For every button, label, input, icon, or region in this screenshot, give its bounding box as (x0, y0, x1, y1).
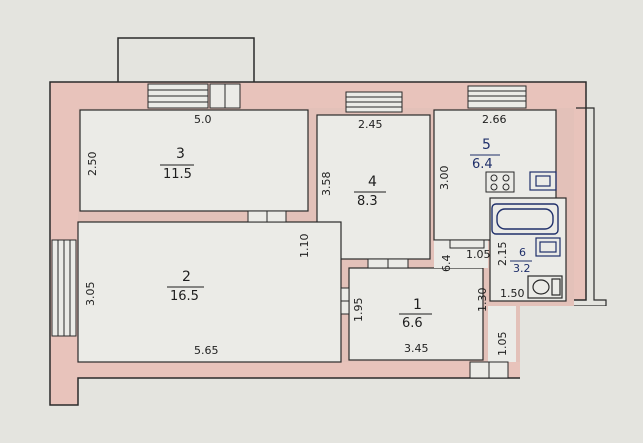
dim-room3-width: 5.0 (194, 113, 212, 126)
window-top-3 (467, 85, 527, 109)
dim-room1-width: 3.45 (404, 342, 429, 355)
dim-room3-depth: 2.50 (86, 152, 99, 177)
room-1-area: 6.6 (402, 316, 423, 331)
dim-room1-depth: 1.95 (352, 298, 365, 323)
window-top-2 (345, 91, 403, 113)
window-left (51, 239, 77, 337)
room-2 (77, 221, 342, 363)
door-room3 (247, 210, 287, 223)
dim-room2-width: 5.65 (194, 344, 219, 357)
dim-room2-depth: 3.05 (84, 282, 97, 307)
washbasin-icon (535, 237, 561, 257)
entrance-area (488, 306, 516, 362)
room-5-number: 5 (482, 137, 491, 153)
stove-icon (485, 171, 515, 193)
dim-bath-depth: 2.15 (496, 242, 509, 267)
room-6-area: 3.2 (513, 262, 531, 275)
balcony (117, 37, 255, 85)
door-kitchen (449, 239, 485, 249)
room-2-number: 2 (182, 269, 191, 285)
dim-door-wall: 1.10 (298, 234, 311, 259)
entrance-door (469, 361, 509, 379)
toilet-icon (527, 275, 563, 299)
door-room4 (367, 258, 409, 269)
dim-misc: 6.4 (440, 255, 453, 273)
room-3-number: 3 (176, 146, 185, 162)
room-4-area: 8.3 (357, 194, 378, 209)
window-top-1 (147, 83, 209, 109)
dim-room4-depth: 3.58 (320, 172, 333, 197)
dim-room4-width: 2.45 (358, 118, 383, 131)
door-room2 (340, 287, 350, 315)
dim-corridor-bottom: 1.05 (496, 332, 509, 357)
room-3-area: 11.5 (163, 167, 192, 182)
dim-room5-width: 2.66 (482, 113, 507, 126)
dim-corridor-small: 1.30 (476, 288, 489, 313)
room-4-number: 4 (368, 174, 377, 190)
balcony-door (209, 83, 241, 109)
room-3 (79, 109, 309, 212)
bottom-right-corridor (520, 306, 640, 443)
room-2-area: 16.5 (170, 289, 199, 304)
room-5-area: 6.4 (472, 157, 493, 172)
dim-hall-small: 1.05 (466, 248, 491, 261)
bathtub-icon (491, 203, 559, 235)
sink-icon (529, 171, 557, 191)
dim-bath-width: 1.50 (500, 287, 525, 300)
dim-room5-depth: 3.00 (438, 166, 451, 191)
room-1-number: 1 (413, 297, 422, 313)
room-6-number: 6 (519, 246, 526, 259)
